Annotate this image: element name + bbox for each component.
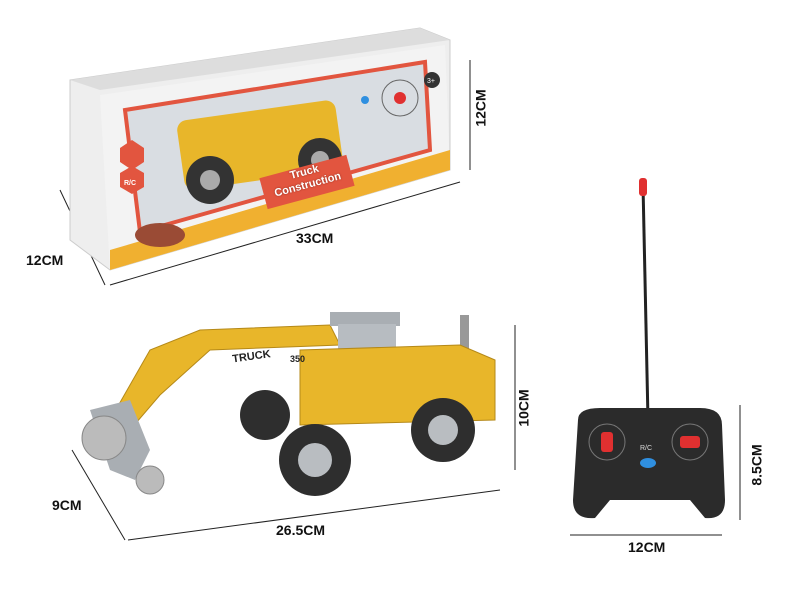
truck-length-label: 26.5CM xyxy=(276,522,326,538)
remote-width-label: 12CM xyxy=(628,539,666,555)
truck-depth-label: 9CM xyxy=(52,497,82,513)
product-box: R/C 3+ xyxy=(69,27,451,271)
box-height-label: 12CM xyxy=(472,89,489,127)
remote-label: R/C xyxy=(640,445,652,452)
excavator-truck: TRUCK 350 xyxy=(81,312,496,496)
box-depth-label: 12CM xyxy=(26,252,64,268)
dimension-lines xyxy=(59,60,741,541)
truck-arm-logo: TRUCK xyxy=(232,348,272,365)
truck-model-number: 350 xyxy=(290,354,305,364)
truck-height-label: 10CM xyxy=(515,389,532,427)
box-age-badge: 3+ xyxy=(427,78,435,85)
rc-remote: R/C xyxy=(573,178,725,519)
remote-height-label: 8.5CM xyxy=(748,444,765,486)
box-rc-badge: R/C xyxy=(124,180,136,187)
box-length-label: 33CM xyxy=(296,230,334,246)
